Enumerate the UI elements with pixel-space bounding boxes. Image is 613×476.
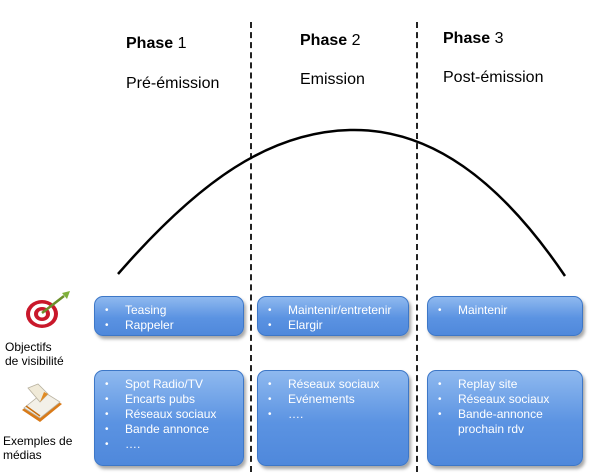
list-item: Evénements xyxy=(266,392,408,407)
list-item: Elargir xyxy=(266,318,408,333)
media-box-phase-2: Réseaux sociaux Evénements …. xyxy=(257,370,409,466)
phase-3-label: Phase xyxy=(443,30,491,47)
media-box-phase-1: Spot Radio/TV Encarts pubs Réseaux socia… xyxy=(94,370,244,466)
list-item: Spot Radio/TV xyxy=(103,377,243,392)
phase-divider-2 xyxy=(416,22,418,472)
list-item: Bande-annonce xyxy=(436,407,582,422)
phase-2-header: Phase 2 xyxy=(300,32,361,50)
list-item: …. xyxy=(103,437,243,452)
list-item: Bande annonce xyxy=(103,422,243,437)
phase-1-title: Phase 1 xyxy=(126,35,187,53)
list-item: Réseaux sociaux xyxy=(436,392,582,407)
list-item: Encarts pubs xyxy=(103,392,243,407)
phase-3-number: 3 xyxy=(494,30,504,47)
book-icon xyxy=(18,380,66,431)
list-item: Réseaux sociaux xyxy=(266,377,408,392)
phase-divider-1 xyxy=(250,22,252,472)
phase-2-label: Phase xyxy=(300,32,348,49)
phase-3-subtitle: Post-émission xyxy=(443,69,544,86)
objectives-box-phase-3: Maintenir xyxy=(427,296,583,336)
list-item: Réseaux sociaux xyxy=(103,407,243,422)
list-item-continued: prochain rdv xyxy=(458,422,525,436)
media-label: Exemples de médias xyxy=(3,434,73,462)
list-item: Maintenir/entretenir xyxy=(266,303,408,318)
phase-2-title: Phase 2 xyxy=(300,32,361,50)
phase-2-number: 2 xyxy=(351,32,361,49)
list-item: Teasing xyxy=(103,303,243,318)
objectives-box-phase-2: Maintenir/entretenir Elargir xyxy=(257,296,409,336)
phase-1-label: Phase xyxy=(126,35,174,52)
objectives-box-phase-1: Teasing Rappeler xyxy=(94,296,244,336)
phase-2-subtitle: Emission xyxy=(300,71,365,88)
objectives-label: Objectifs de visibilité xyxy=(5,340,64,368)
list-item: …. xyxy=(266,407,408,422)
phase-1-subtitle: Pré-émission xyxy=(126,75,220,92)
target-icon xyxy=(22,290,74,335)
curve-path xyxy=(117,128,567,277)
phase-1-number: 1 xyxy=(177,35,187,52)
list-item: Maintenir xyxy=(436,303,582,318)
list-item: Rappeler xyxy=(103,318,243,333)
list-item: Replay site xyxy=(436,377,582,392)
phase-3-title: Phase 3 xyxy=(443,30,504,48)
phase-1-header: Phase 1 xyxy=(126,35,187,53)
phase-3-header: Phase 3 xyxy=(443,30,504,48)
media-box-phase-3: Replay site Réseaux sociaux Bande-annonc… xyxy=(427,370,583,466)
